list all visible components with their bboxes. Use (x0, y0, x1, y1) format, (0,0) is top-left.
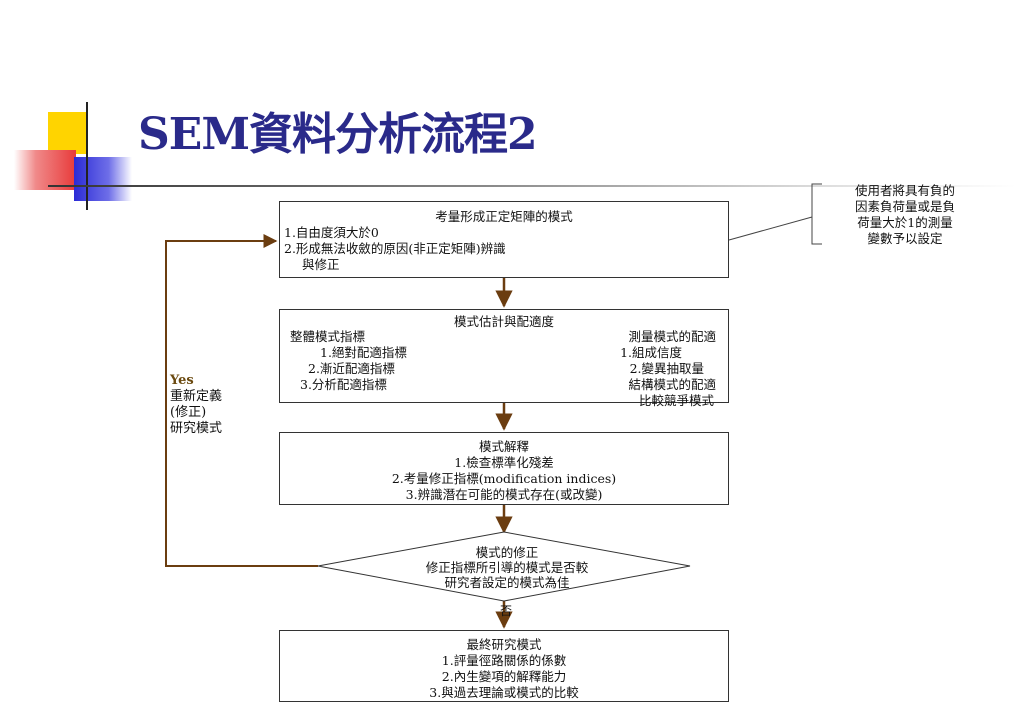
step2-right-item: 比較競爭模式 (638, 393, 714, 408)
page-title: SEM資料分析流程2 (138, 109, 538, 160)
step5-item: 1.評量徑路關係的係數 (441, 653, 567, 668)
loop-back-arrow (165, 234, 318, 567)
deco-yellow-square (48, 112, 88, 154)
loop-label-line: 重新定義 (170, 389, 223, 404)
step3-item: 1.檢查標準化殘差 (454, 455, 554, 470)
decision-line: 研究者設定的模式為佳 (444, 575, 570, 590)
deco-red-square (14, 150, 76, 190)
deco-blue-square (74, 157, 132, 201)
step3-item: 3.辨識潛在可能的模式存在(或改變) (405, 487, 603, 502)
step3-heading: 模式解釋 (478, 439, 529, 454)
side-note-line: 使用者將具有負的 (854, 183, 955, 198)
decision-diamond (317, 531, 691, 602)
step2-heading: 模式估計與配適度 (453, 314, 554, 329)
loop-label-line: (修正) (170, 405, 207, 420)
side-note-line: 荷量大於1的測量 (857, 215, 953, 230)
step1-item: 1.自由度須大於0 (284, 225, 379, 240)
loop-label-yes: Yes (170, 373, 194, 388)
step2-left-item: 3.分析配適指標 (300, 377, 387, 392)
side-note-line: 變數予以設定 (867, 231, 943, 246)
deco-vertical-line (86, 102, 88, 210)
step2-left-item: 整體模式指標 (290, 329, 366, 344)
note-connector (728, 216, 813, 241)
step1-box: 考量形成正定矩陣的模式 1.自由度須大於0 2.形成無法收斂的原因(非正定矩陣)… (279, 201, 729, 278)
step3-item: 2.考量修正指標(modification indices) (391, 471, 617, 486)
step5-heading: 最終研究模式 (466, 637, 542, 652)
step2-left-item: 2.漸近配適指標 (308, 361, 395, 376)
step2-left-item: 1.絕對配適指標 (320, 345, 407, 360)
side-note-line: 因素負荷量或是負 (854, 199, 955, 214)
step2-right-item: 測量模式的配適 (628, 329, 716, 344)
decision-line: 模式的修正 (475, 545, 539, 560)
decision-line: 修正指標所引導的模式是否較 (425, 560, 589, 575)
step1-heading: 考量形成正定矩陣的模式 (435, 209, 573, 224)
step5-item: 3.與過去理論或模式的比較 (429, 685, 579, 700)
step5-item: 2.內生變項的解釋能力 (441, 669, 567, 684)
note-bracket (811, 183, 822, 245)
step2-right-item: 2.變異抽取量 (629, 361, 704, 376)
decision-no-label: 否 (500, 604, 513, 618)
step1-item: 與修正 (302, 257, 340, 272)
loop-label: Yes 重新定義 (修正) 研究模式 (170, 373, 222, 437)
step2-right-item: 結構模式的配適 (628, 377, 716, 392)
step5-box: 最終研究模式 1.評量徑路關係的係數 2.內生變項的解釋能力 3.與過去理論或模… (279, 630, 729, 702)
step3-box: 模式解釋 1.檢查標準化殘差 2.考量修正指標(modification ind… (279, 432, 729, 505)
loop-label-line: 研究模式 (170, 421, 223, 436)
side-note: 使用者將具有負的 因素負荷量或是負 荷量大於1的測量 變數予以設定 (814, 183, 996, 247)
deco-horizontal-line (48, 185, 1016, 187)
step2-box: 模式估計與配適度 整體模式指標 1.絕對配適指標 2.漸近配適指標 3.分析配適… (279, 309, 729, 408)
step1-item: 2.形成無法收斂的原因(非正定矩陣)辨識 (284, 241, 506, 256)
decision-text: 模式的修正 修正指標所引導的模式是否較 研究者設定的模式為佳 (330, 545, 684, 590)
step2-right-item: 1.組成信度 (620, 345, 682, 360)
